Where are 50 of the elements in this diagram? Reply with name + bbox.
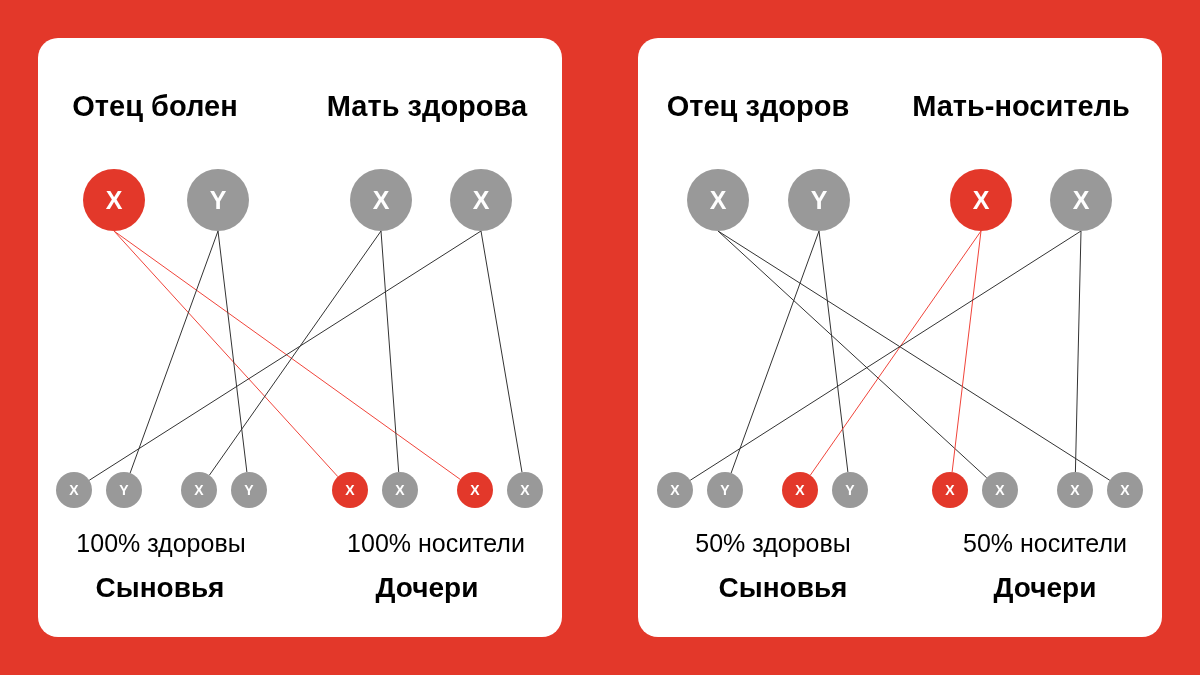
chromosome-circle: X [332, 472, 368, 508]
percentage-caption: 50% здоровы [695, 528, 851, 558]
card-panel [38, 38, 562, 637]
chromosome-circle: Y [187, 169, 249, 231]
chromosome-circle: X [83, 169, 145, 231]
parent-heading: Отец болен [72, 90, 238, 124]
connector-line [717, 230, 988, 479]
offspring-heading: Дочери [375, 571, 479, 605]
chromosome-circle: X [457, 472, 493, 508]
chromosome-circle: X [782, 472, 818, 508]
chromosome-circle: X [350, 169, 412, 231]
chromosome-circle: X [1050, 169, 1112, 231]
chromosome-circle: X [507, 472, 543, 508]
parent-heading: Мать здорова [326, 90, 528, 124]
chromosome-circle: X [1107, 472, 1143, 508]
parent-heading: Отец здоров [666, 90, 850, 124]
percentage-caption: 50% носители [963, 528, 1127, 558]
chromosome-circle: X [982, 472, 1018, 508]
connector-line [480, 230, 523, 473]
chromosome-circle: Y [832, 472, 868, 508]
chromosome-circle: Y [106, 472, 142, 508]
connector-line [809, 230, 982, 476]
chromosome-circle: X [932, 472, 968, 508]
chromosome-circle: Y [788, 169, 850, 231]
chromosome-circle: Y [707, 472, 743, 508]
chromosome-circle: X [950, 169, 1012, 231]
connector-line [129, 230, 219, 474]
offspring-heading: Сыновья [95, 571, 225, 605]
connector-line [380, 230, 400, 473]
percentage-caption: 100% здоровы [76, 528, 246, 558]
connector-line [113, 230, 339, 478]
chromosome-circle: X [382, 472, 418, 508]
connector-line [1074, 230, 1082, 473]
connector-line [818, 230, 849, 473]
chromosome-circle: X [450, 169, 512, 231]
chromosome-circle: X [181, 472, 217, 508]
connector-line [730, 230, 820, 474]
connector-line [217, 230, 248, 473]
connector-line [208, 230, 382, 476]
card-panel [638, 38, 1162, 637]
percentage-caption: 100% носители [347, 528, 525, 558]
chromosome-circle: X [56, 472, 92, 508]
chromosome-circle: X [687, 169, 749, 231]
connector-line [951, 230, 982, 473]
chromosome-circle: Y [231, 472, 267, 508]
parent-heading: Мать-носитель [912, 90, 1130, 124]
chromosome-circle: X [657, 472, 693, 508]
offspring-heading: Дочери [993, 571, 1097, 605]
chromosome-circle: X [1057, 472, 1093, 508]
offspring-heading: Сыновья [718, 571, 848, 605]
